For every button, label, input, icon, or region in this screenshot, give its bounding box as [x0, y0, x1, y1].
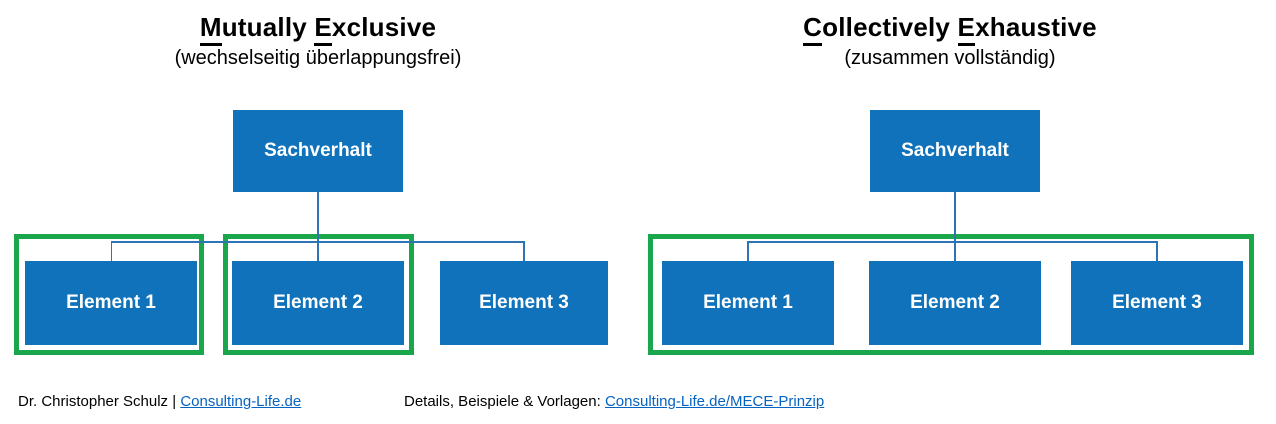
mutually-exclusive-header: Mutually Exclusive (wechselseitig überla…: [45, 10, 591, 72]
highlight-frame-right-all-elements: [648, 234, 1254, 355]
right-title: Collectively Exhaustive: [677, 10, 1223, 46]
right-element-1-connector-line: [747, 241, 749, 261]
footer-separator: |: [172, 393, 177, 410]
left-title: Mutually Exclusive: [45, 10, 591, 46]
right-element-box-3: Element 3: [1071, 261, 1243, 345]
collectively-exhaustive-header: Collectively Exhaustive (zusammen vollst…: [677, 10, 1223, 72]
footer-details-link[interactable]: Consulting-Life.de/MECE-Prinzip: [604, 393, 825, 410]
right-element-box-2: Element 2: [869, 261, 1041, 345]
left-element-box-3: Element 3: [440, 261, 608, 345]
footer-details: Details, Beispiele & Vorlagen: Consultin…: [404, 392, 824, 412]
left-title-word-1: Mutually: [199, 12, 307, 46]
highlight-frame-left-element-2: [223, 234, 414, 355]
footer-author: Dr. Christopher Schulz | Consulting-Life…: [18, 392, 301, 412]
left-element-box-2: Element 2: [232, 261, 404, 345]
right-title-initial-1: C: [803, 12, 823, 46]
footer-details-label: Details, Beispiele & Vorlagen:: [404, 393, 601, 410]
right-root-connector-line: [954, 192, 956, 261]
right-element-3-connector-line: [1156, 241, 1158, 261]
left-title-initial-1: M: [199, 12, 222, 46]
right-element-box-1: Element 1: [662, 261, 834, 345]
footer-author-link[interactable]: Consulting-Life.de: [180, 393, 302, 410]
left-element-box-1: Element 1: [25, 261, 197, 345]
left-root-box: Sachverhalt: [233, 110, 403, 192]
right-title-initial-2: E: [957, 12, 976, 46]
right-title-word-1: Collectively: [803, 12, 950, 46]
left-title-word-2: Exclusive: [314, 12, 436, 46]
right-horizontal-connector-line: [748, 241, 1157, 243]
right-root-box: Sachverhalt: [870, 110, 1040, 192]
left-title-initial-2: E: [314, 12, 332, 46]
right-subtitle: (zusammen vollständig): [844, 47, 1056, 69]
left-element-1-connector-line: [110, 241, 112, 261]
left-horizontal-connector-line: [111, 241, 524, 243]
footer-author-name: Dr. Christopher Schulz: [18, 393, 169, 410]
right-title-word-2: Exhaustive: [957, 12, 1097, 46]
left-subtitle: (wechselseitig überlappungsfrei): [174, 47, 462, 69]
left-element-3-connector-line: [523, 241, 525, 261]
left-root-connector-line: [317, 192, 319, 261]
highlight-frame-left-element-1: [14, 234, 204, 355]
